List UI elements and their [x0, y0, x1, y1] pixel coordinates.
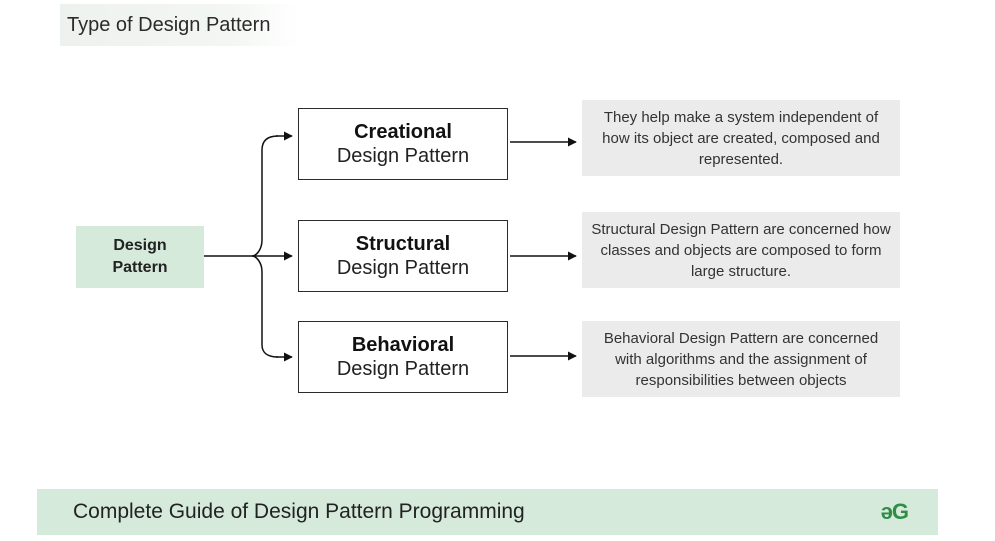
node-creational-title: Creational [354, 121, 452, 143]
node-creational-subtitle: Design Pattern [336, 145, 470, 167]
description-structural-text: Structural Design Pattern are concerned … [591, 220, 891, 280]
node-creational: Creational Design Pattern [298, 108, 508, 180]
brace-connector-lower [251, 255, 279, 358]
node-structural: Structural Design Pattern [298, 220, 508, 292]
node-structural-title: Structural [355, 233, 451, 255]
description-structural: Structural Design Pattern are concerned … [582, 212, 900, 288]
page-title-text: Type of Design Pattern [67, 13, 271, 36]
root-node-line1: Design [113, 237, 167, 254]
page-title: Type of Design Pattern [60, 4, 300, 46]
node-behavioral-subtitle: Design Pattern [336, 358, 470, 380]
footer-bar: Complete Guide of Design Pattern Program… [37, 489, 938, 535]
footer-title: Complete Guide of Design Pattern Program… [73, 500, 525, 523]
node-behavioral-title: Behavioral [351, 334, 455, 356]
description-creational-text: They help make a system independent of h… [602, 108, 880, 168]
brace-connector [251, 135, 279, 257]
node-behavioral: Behavioral Design Pattern [298, 321, 508, 393]
description-behavioral: Behavioral Design Pattern are concerned … [582, 321, 900, 397]
node-structural-subtitle: Design Pattern [336, 257, 470, 279]
root-node-design-pattern: Design Pattern [76, 226, 204, 288]
description-behavioral-text: Behavioral Design Pattern are concerned … [603, 329, 879, 389]
geeksforgeeks-logo-icon: əG [880, 499, 909, 524]
description-creational: They help make a system independent of h… [582, 100, 900, 176]
root-node-line2: Pattern [112, 259, 168, 276]
